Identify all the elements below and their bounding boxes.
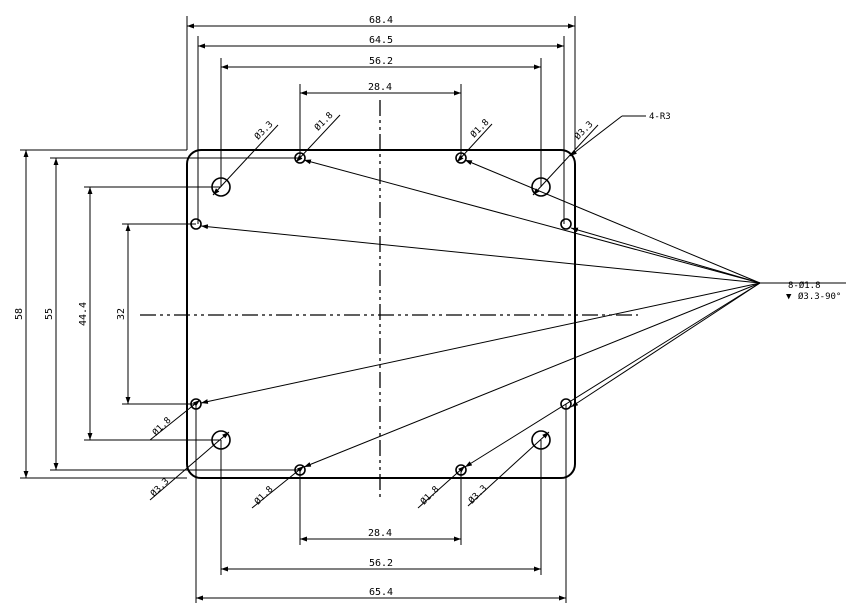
dia-label: Ø3.3 <box>466 483 489 506</box>
hole-callout-leaders <box>200 159 846 468</box>
countersink-spec: Ø3.3-90° <box>798 291 841 302</box>
dia-label: Ø3.3 <box>148 476 171 499</box>
depth-symbol: ▼ <box>786 292 792 302</box>
dimension-55: 55 <box>44 157 300 471</box>
dim-label: 28.4 <box>368 528 392 539</box>
dimension-44-4: 44.4 <box>78 186 221 441</box>
diameter-leader-br-1-8: Ø1.8 <box>417 465 466 509</box>
dimension-28-4-top: 28.4 <box>299 82 462 158</box>
dim-label: 64.5 <box>369 35 393 46</box>
dimension-56-2-bottom: 56.2 <box>220 440 542 575</box>
dimension-65-4: 65.4 <box>195 404 567 603</box>
dim-label: 28.4 <box>368 82 392 93</box>
dia-label: Ø1.8 <box>150 415 173 438</box>
dim-label: 55 <box>44 308 55 320</box>
dim-label: 32 <box>116 308 127 320</box>
hole-callout: 8-Ø1.8 ▼ Ø3.3-90° <box>786 280 841 302</box>
dim-label: 56.2 <box>369 558 393 569</box>
holes <box>190 152 572 476</box>
plate-outline <box>186 149 576 479</box>
hole-small-mid-right-upper <box>560 218 572 230</box>
dimension-32: 32 <box>116 223 196 405</box>
dim-label: 65.4 <box>369 587 393 598</box>
diameter-leader-bl-1-8: Ø1.8 <box>251 465 305 509</box>
dim-label: 58 <box>14 308 25 320</box>
dia-label: Ø1.8 <box>418 484 441 507</box>
dia-label: Ø1.8 <box>312 110 335 133</box>
diameter-leader-ml-1-8: Ø1.8 <box>149 399 201 441</box>
dia-label: Ø1.8 <box>252 484 275 507</box>
dim-label: 68.4 <box>369 15 393 26</box>
diameter-leader-br-3-3: Ø3.3 <box>466 431 550 507</box>
dimension-68-4: 68.4 <box>186 15 576 150</box>
dimension-56-2-top: 56.2 <box>220 56 542 187</box>
hole-count-spec: 8-Ø1.8 <box>788 280 821 291</box>
dimension-28-4-bottom: 28.4 <box>299 470 462 545</box>
dia-label: Ø3.3 <box>252 119 275 142</box>
diameter-leader-bl-3-3: Ø3.3 <box>148 431 230 501</box>
dim-label: 56.2 <box>369 56 393 67</box>
dimension-64-5: 64.5 <box>197 35 565 224</box>
corner-radius-label: 4-R3 <box>649 112 671 122</box>
dimension-58: 58 <box>14 149 187 479</box>
dim-label: 44.4 <box>78 302 89 326</box>
corner-radius-callout: 4-R3 <box>569 112 671 157</box>
